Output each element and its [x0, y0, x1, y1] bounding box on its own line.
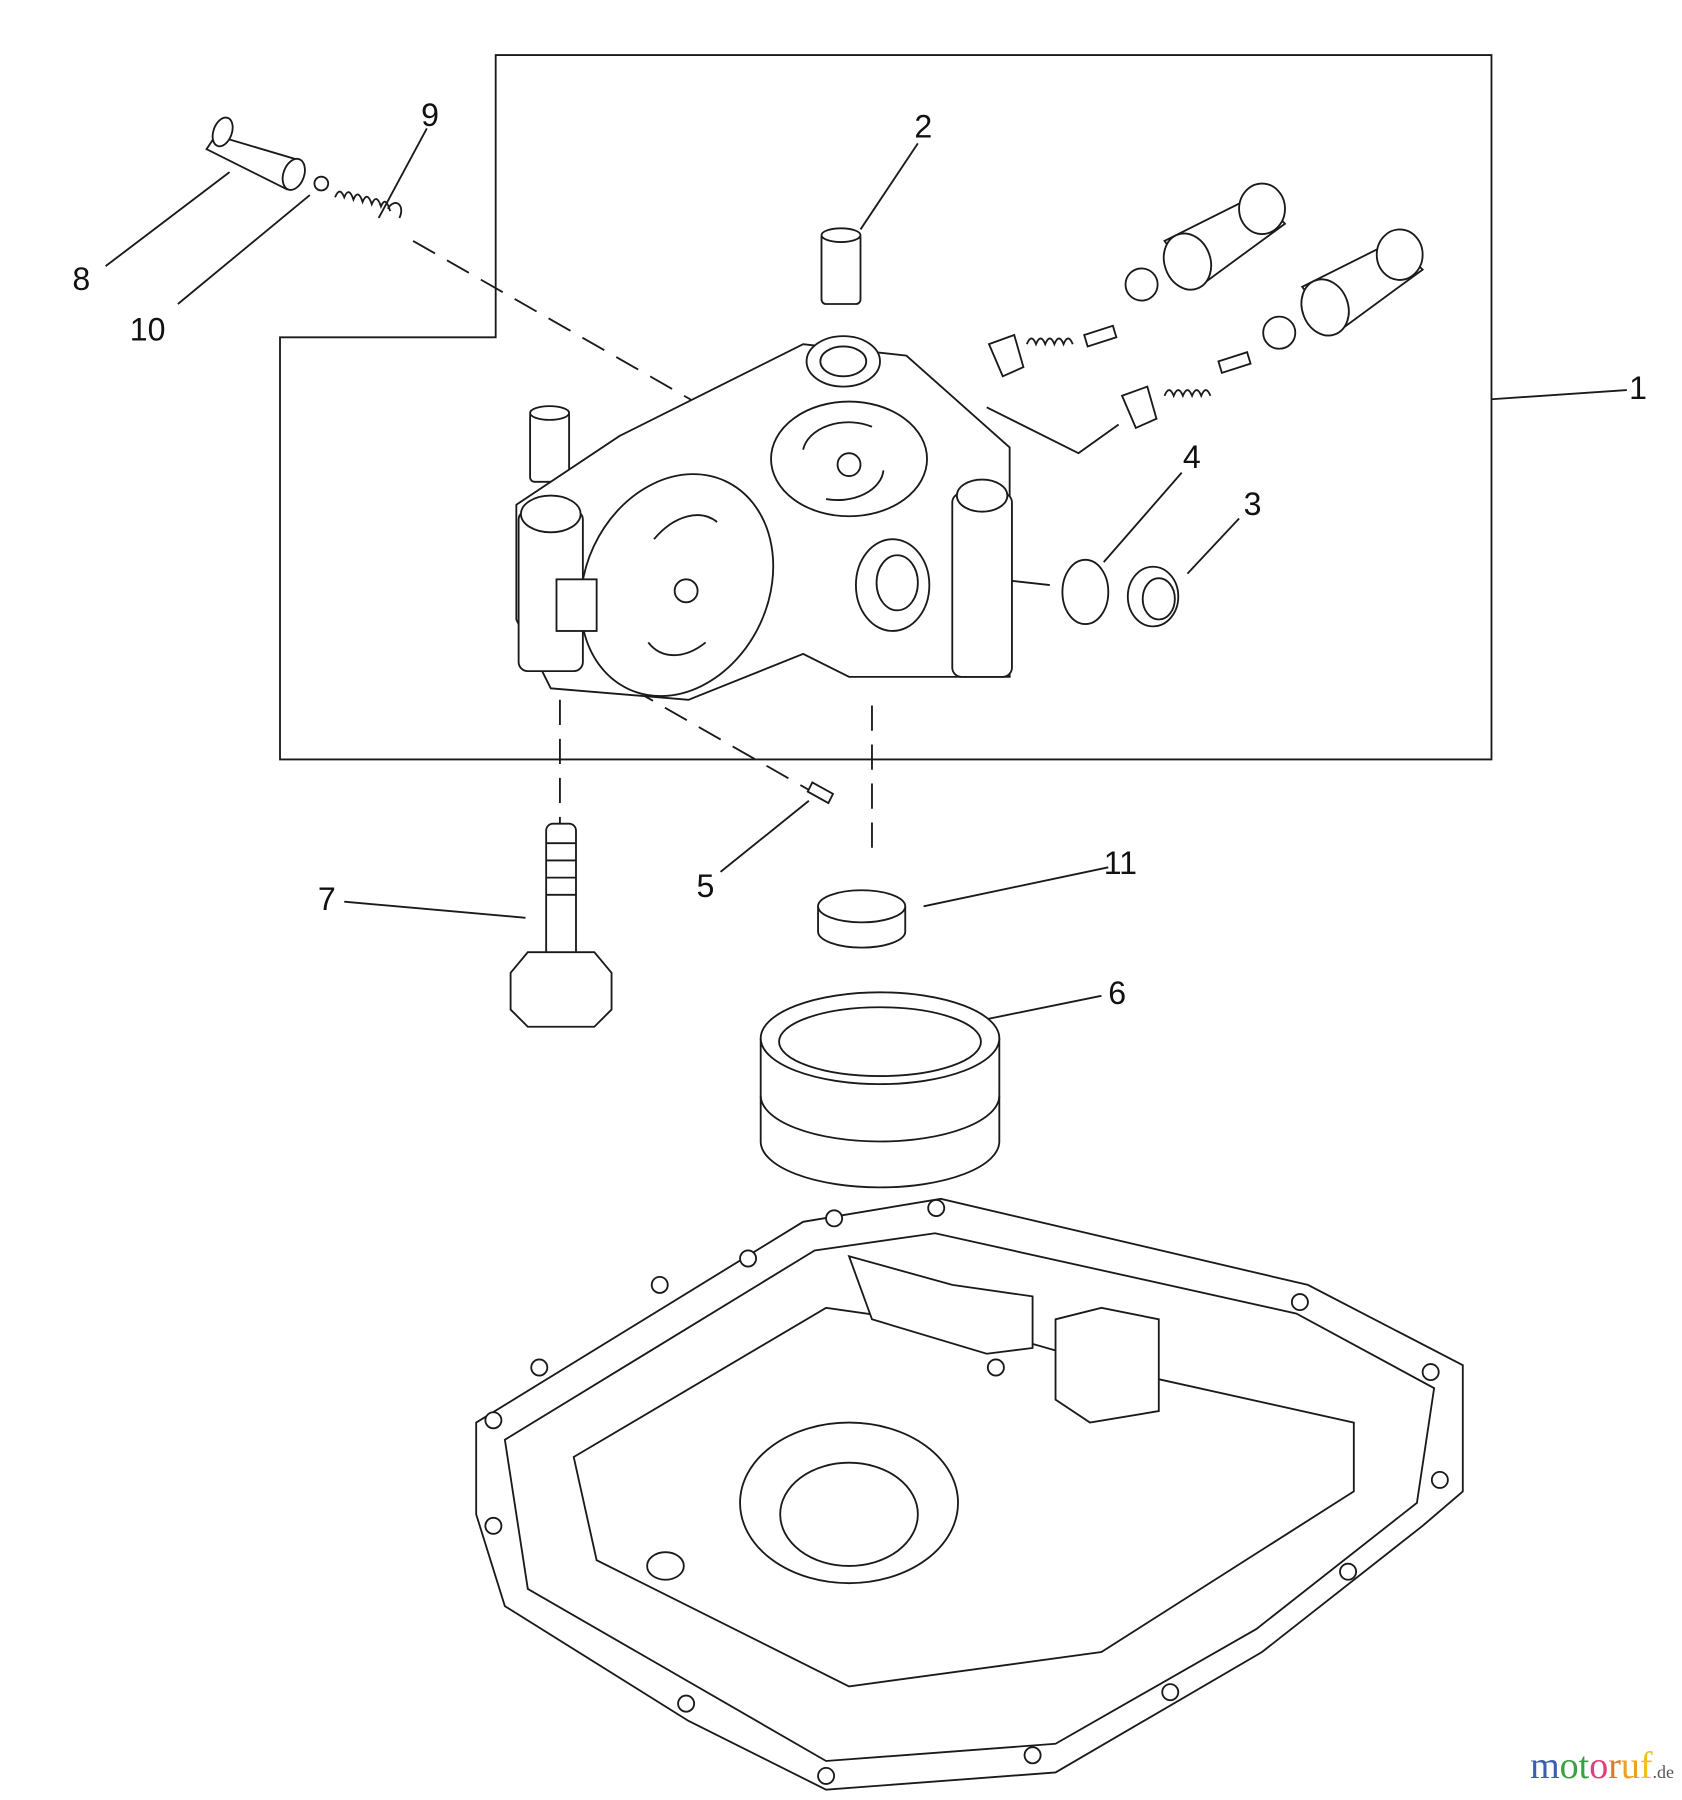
callout-5: 5: [696, 868, 714, 904]
callout-3: 3: [1244, 486, 1262, 522]
relief-valves: [987, 182, 1425, 430]
callout-7: 7: [318, 881, 336, 917]
alignment-lines: [412, 240, 1120, 849]
part-4-ball: [1061, 558, 1110, 626]
part-6-ring: [759, 991, 1001, 1189]
callout-11: 11: [1104, 845, 1137, 881]
watermark-logo: motoruf.de: [1530, 1744, 1674, 1788]
assembly-boundary: [279, 54, 1493, 761]
watermark-brand: motoruf: [1530, 1745, 1653, 1787]
callout-labels: 1 2 3 4 5 6 7 8 9 10 11: [72, 97, 1647, 1011]
callout-10: 10: [130, 312, 166, 348]
part-7-bolt: [509, 822, 613, 1028]
callout-4: 4: [1183, 439, 1201, 475]
part-5-pin: [806, 781, 835, 805]
part-9-spring: [334, 190, 403, 219]
callout-6: 6: [1108, 975, 1126, 1011]
part-8-sleeve: [205, 116, 306, 191]
callout-2: 2: [914, 109, 932, 145]
oil-pump-body: [515, 335, 1013, 701]
callout-8: 8: [72, 261, 90, 297]
dowel-left: [529, 405, 571, 483]
part-2-dowel: [820, 227, 862, 305]
callout-1: 1: [1629, 370, 1647, 406]
part-3-spring: [1126, 565, 1180, 628]
watermark-tld: .de: [1652, 1762, 1675, 1782]
oil-pan: [475, 1197, 1464, 1791]
callout-9: 9: [421, 97, 439, 133]
part-11-plug: [817, 889, 907, 949]
part-10-ball: [313, 175, 330, 192]
